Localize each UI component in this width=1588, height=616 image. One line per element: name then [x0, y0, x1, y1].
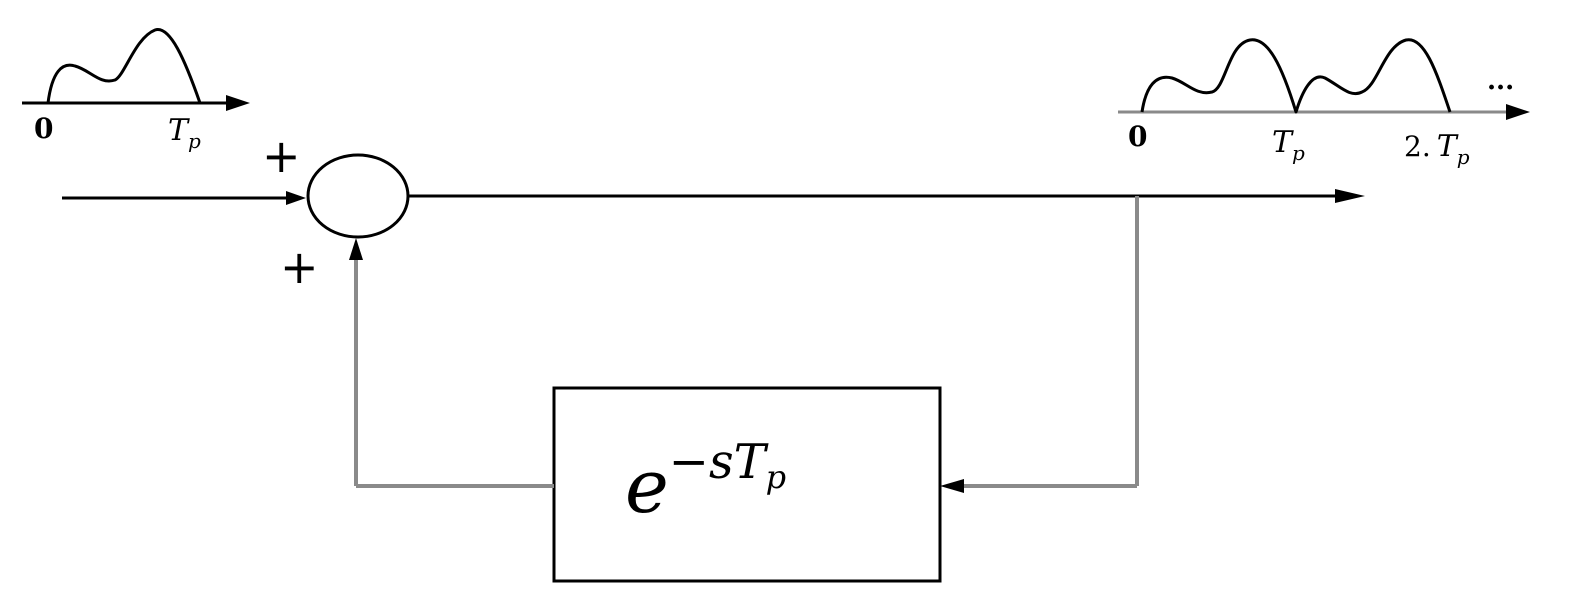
- plus-sign-feedback: +: [280, 240, 319, 294]
- output-continuation-ellipsis: ···: [1487, 73, 1514, 103]
- delay-block: [552, 386, 942, 583]
- output-waveform: 0 Tp 2.Tp ···: [1118, 38, 1530, 169]
- input-origin-label: 0: [34, 112, 53, 145]
- output-axis-arrow-icon: [1506, 104, 1530, 120]
- output-periodic-curve: [1140, 38, 1452, 114]
- input-pulse-curve: [46, 28, 202, 104]
- delay-input-arrow-icon: [940, 479, 964, 493]
- input-period-label: Tp: [168, 113, 201, 153]
- output-first-period-label: Tp: [1272, 125, 1305, 165]
- summing-junction: [306, 153, 410, 239]
- output-second-period-label: 2.Tp: [1404, 129, 1470, 169]
- input-axis-arrow-icon: [226, 95, 250, 111]
- delay-transfer-function: e−sTp: [625, 434, 786, 530]
- output-origin-label: 0: [1128, 120, 1147, 153]
- plus-sign-input: +: [262, 129, 301, 183]
- output-wire-arrow-icon: [1335, 189, 1365, 203]
- input-waveform: 0 Tp: [22, 28, 250, 153]
- input-wire-arrow-icon: [286, 191, 306, 205]
- feedback-arrow-icon: [349, 238, 363, 260]
